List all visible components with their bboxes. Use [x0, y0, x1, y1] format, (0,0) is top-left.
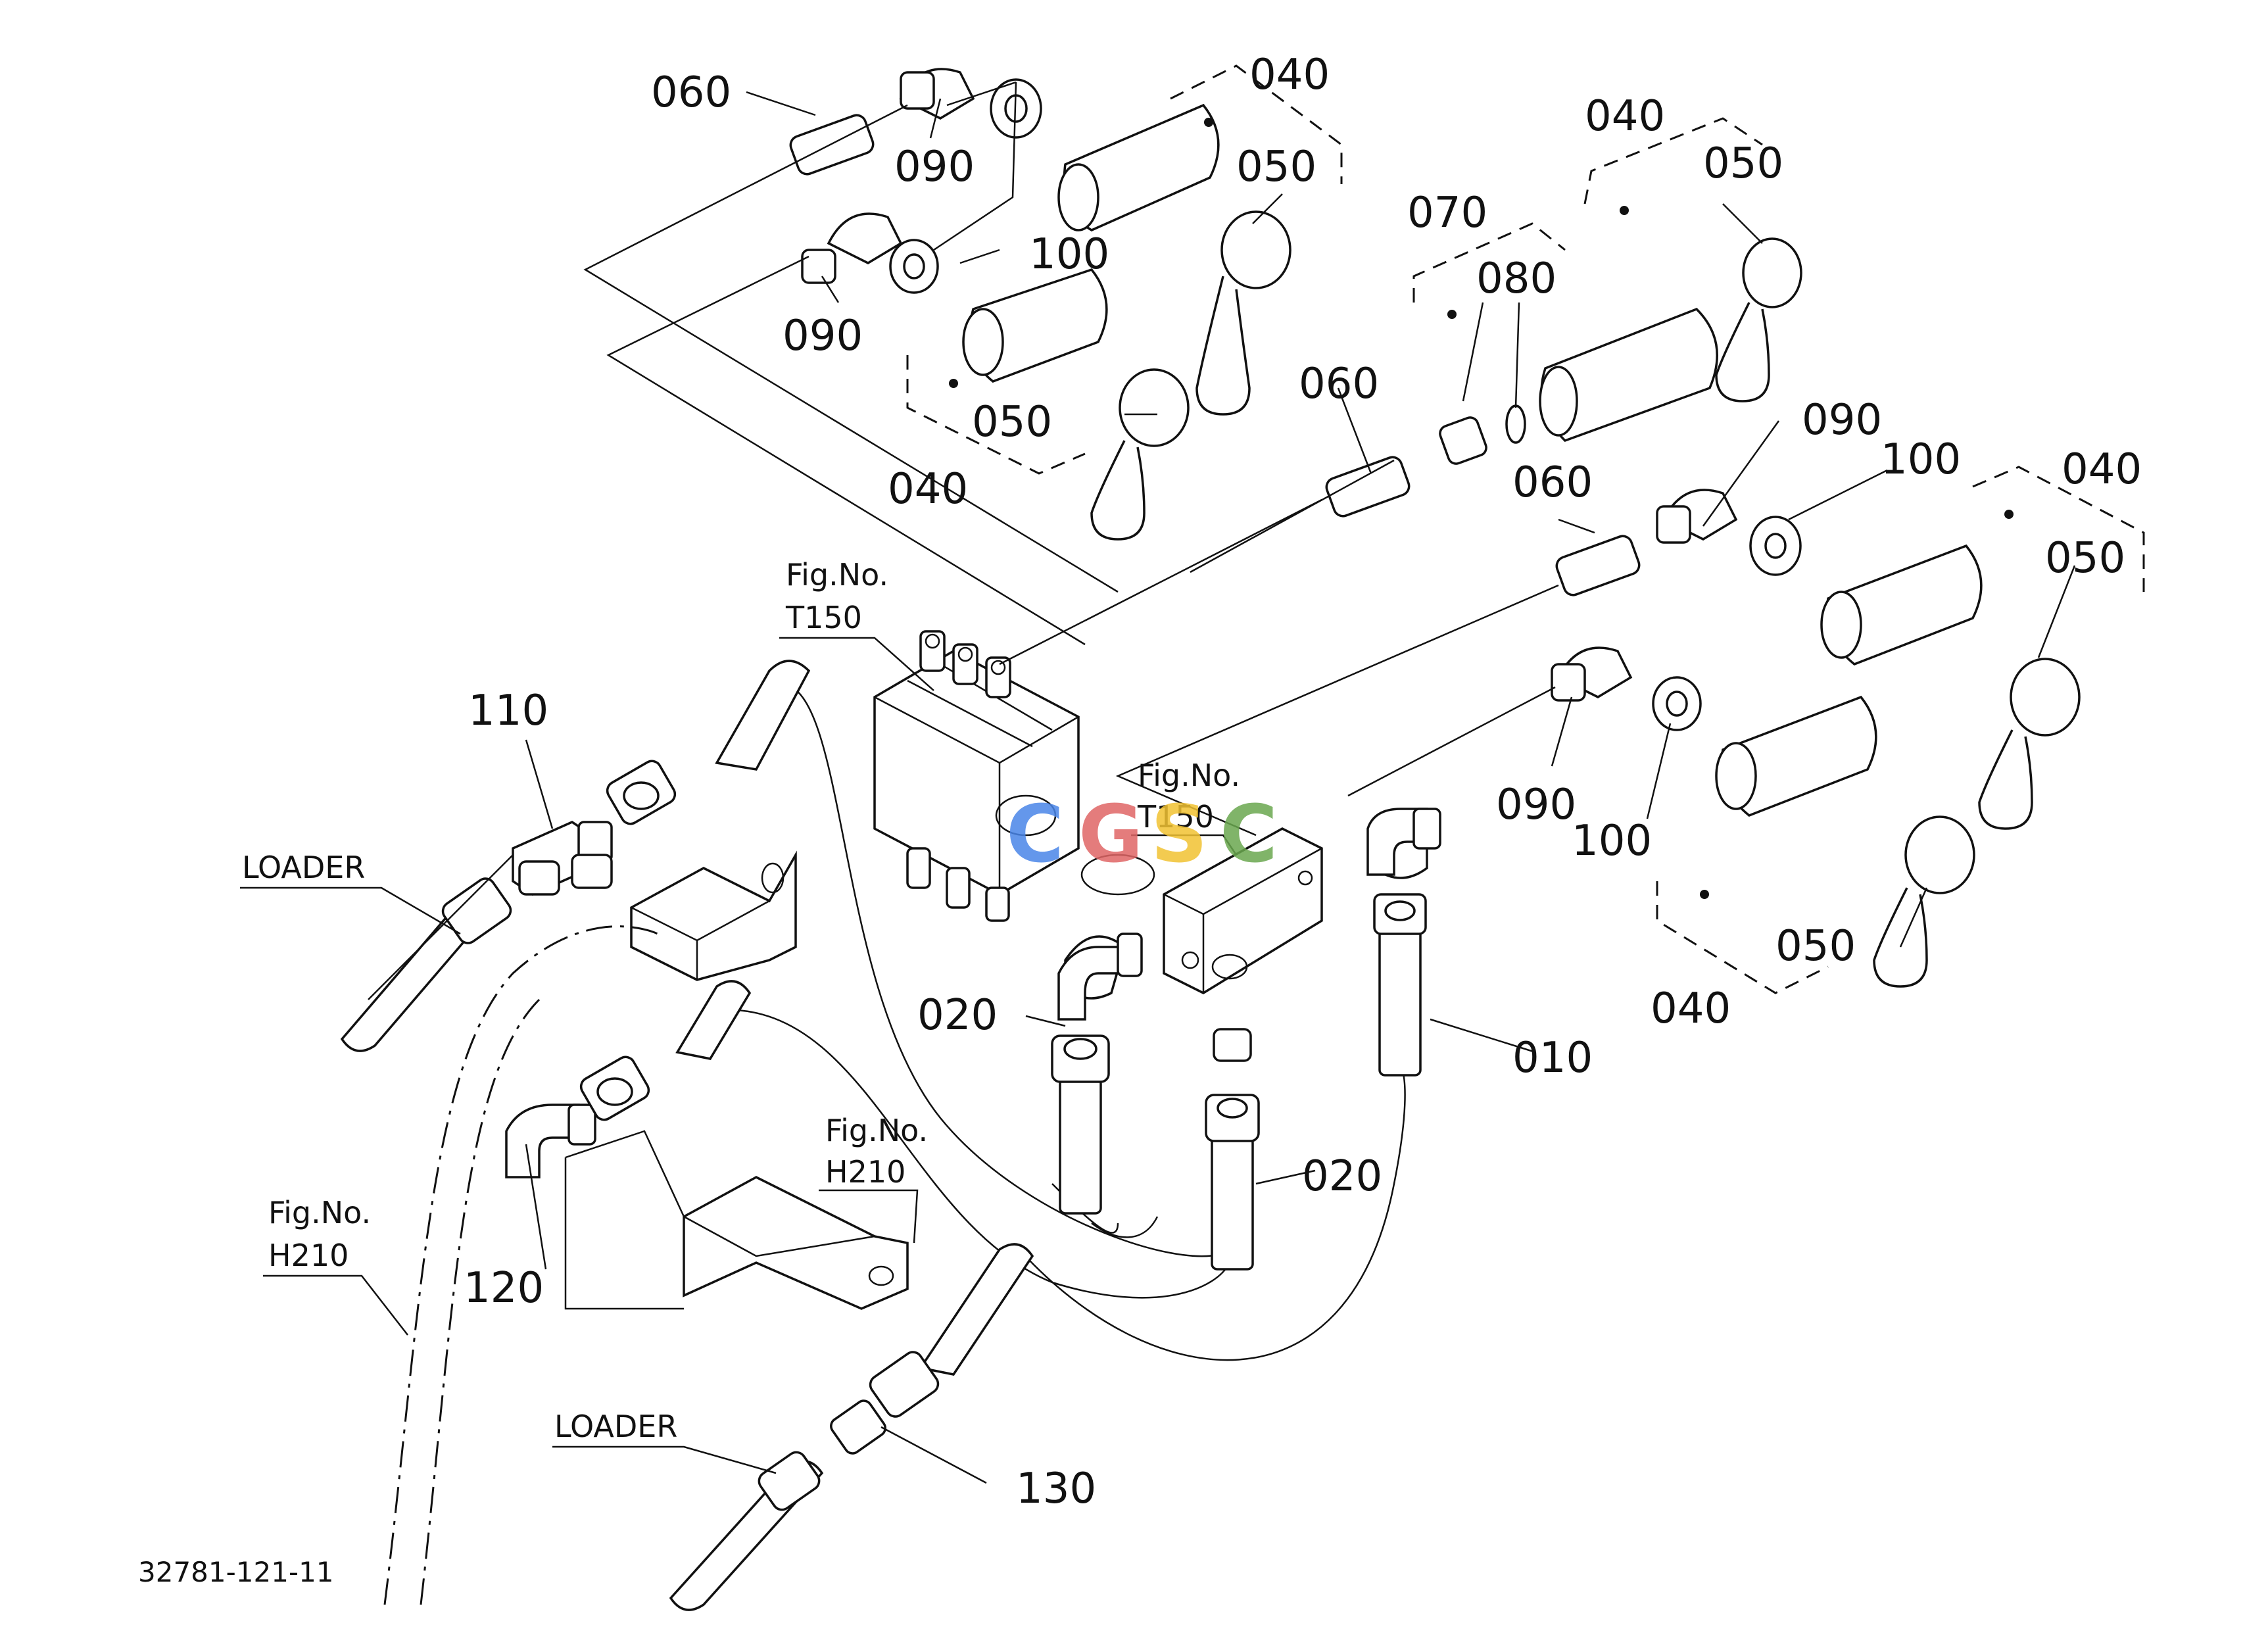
callout-100-right: 100 — [1881, 435, 1961, 484]
fig-ref-h210-2: H210 — [268, 1238, 349, 1273]
coupler-group-top-right — [999, 117, 1802, 666]
loader-pipe-line — [368, 854, 514, 1000]
callout-010: 010 — [1512, 1034, 1593, 1082]
watermark-letter-1: C — [1006, 789, 1064, 881]
elbow-fitting-010 — [1366, 808, 1441, 876]
coupler-group-top-left — [583, 64, 1343, 646]
control-valve — [873, 630, 1155, 922]
bracket-lower — [564, 1130, 909, 1310]
callout-090-right: 090 — [1802, 396, 1882, 445]
drawing-number: 32781-121-11 — [138, 1556, 334, 1588]
callout-060-right: 060 — [1512, 458, 1593, 507]
callout-120: 120 — [464, 1264, 544, 1313]
callout-020-left: 020 — [917, 991, 998, 1040]
fig-ref-t150-1: T150 — [785, 600, 862, 635]
watermark-logo: C G S C — [1006, 789, 1278, 881]
callout-130: 130 — [1016, 1465, 1096, 1513]
fig-ref-h210-1: H210 — [825, 1154, 905, 1190]
figure-references: Fig.No. T150 Fig.No. T150 Fig.No. H210 F… — [242, 557, 1240, 1444]
callout-050-right-top: 050 — [2045, 534, 2125, 583]
leader-lines — [240, 91, 2076, 1484]
callout-090-lower: 090 — [1496, 781, 1576, 829]
callout-040-top-right: 040 — [1585, 92, 1665, 141]
loader-label-upper: LOADER — [242, 850, 365, 885]
callout-060-middle: 060 — [1299, 360, 1379, 408]
callout-050-top-left: 050 — [1236, 143, 1316, 191]
callout-110: 110 — [468, 687, 548, 735]
bracket-upper — [630, 850, 797, 981]
callout-040-top-left: 040 — [1249, 51, 1330, 99]
elbow-fitting-120 — [505, 1104, 596, 1178]
loader-label-lower: LOADER — [554, 1409, 677, 1444]
callout-040-right-top: 040 — [2062, 445, 2142, 494]
callout-090-second: 090 — [783, 312, 863, 360]
elbow-fitting-020 — [1057, 933, 1143, 1021]
hose-routing — [716, 683, 1406, 1361]
hose-middle-left — [579, 980, 752, 1121]
fig-ref-label-3: Fig.No. — [825, 1113, 928, 1148]
fig-ref-label-4: Fig.No. — [268, 1195, 371, 1230]
callout-060-top: 060 — [651, 68, 731, 117]
manifold-block — [1163, 827, 1323, 994]
callout-020-right: 020 — [1302, 1152, 1382, 1201]
coupler-group-right — [1115, 466, 2145, 994]
watermark-letter-2: G — [1078, 789, 1144, 881]
hose-lower-loader — [669, 1243, 1034, 1611]
watermark-letter-4: C — [1220, 789, 1278, 881]
callout-070: 070 — [1407, 189, 1487, 237]
fig-ref-t150-2: T150 — [1137, 799, 1214, 835]
routing-dashdot-1 — [383, 925, 658, 1605]
fig-ref-label-1: Fig.No. — [786, 557, 888, 593]
fig-ref-label-2: Fig.No. — [1138, 758, 1240, 793]
hose-020-right — [1205, 1028, 1260, 1271]
callout-050-second: 050 — [972, 398, 1052, 447]
callout-100-lower: 100 — [1572, 817, 1652, 865]
callout-050-right-bottom: 050 — [1775, 922, 1856, 971]
callout-100-top: 100 — [1029, 230, 1109, 279]
hose-upper-left — [606, 660, 811, 825]
callout-050-top-right: 050 — [1703, 139, 1783, 188]
callout-040-left-bottom: 040 — [888, 465, 968, 514]
watermark-letter-3: S — [1151, 789, 1207, 881]
callout-labels: 060 090 040 050 100 090 050 040 070 080 … — [464, 51, 2142, 1513]
callout-080: 080 — [1476, 255, 1556, 303]
loader-pipe-upper — [340, 877, 512, 1052]
callout-090-top: 090 — [894, 143, 975, 191]
routing-dashdot-2 — [420, 998, 541, 1605]
callout-040-right-bottom: 040 — [1651, 984, 1731, 1033]
tee-fitting-110 — [512, 821, 613, 896]
